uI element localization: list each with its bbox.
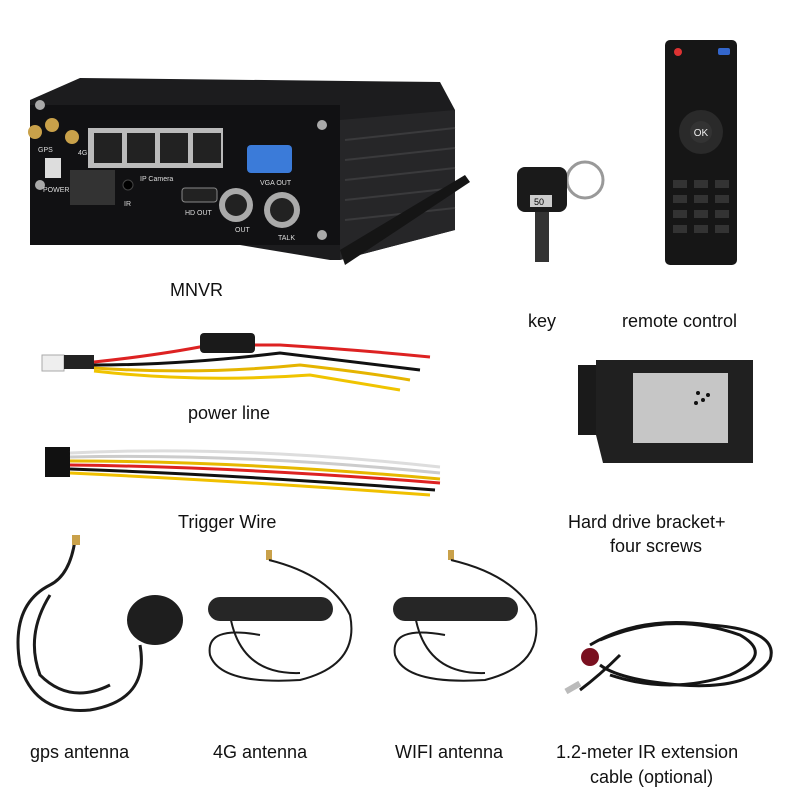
ok-button-label: OK: [694, 128, 709, 139]
key-tag-text: 50: [534, 197, 544, 207]
talk-label: TALK: [278, 235, 295, 242]
mnvr-device-image: GPS 4G IP Camera VGA OUT POWER IR HD OUT…: [28, 78, 470, 265]
trigger-wire-label: Trigger Wire: [178, 512, 277, 532]
hd-out-label: HD OUT: [185, 210, 213, 217]
ir-cable-label-line1: 1.2-meter IR extension: [556, 742, 739, 762]
bracket-label-line1: Hard drive bracket+: [568, 512, 726, 532]
trigger-wire-image: [45, 447, 441, 497]
ip-camera-label: IP Camera: [140, 176, 173, 183]
wifi-antenna-label: WIFI antenna: [395, 742, 504, 762]
hard-drive-bracket-image: [578, 360, 753, 463]
power-line-image: [41, 333, 431, 392]
4g-port-label: 4G: [78, 150, 87, 157]
gps-antenna-image: [16, 535, 183, 712]
gps-port-label: GPS: [38, 147, 53, 154]
remote-control-label: remote control: [622, 311, 738, 331]
out-label: OUT: [235, 227, 251, 234]
key-label: key: [528, 311, 557, 331]
mnvr-label: MNVR: [170, 280, 223, 300]
power-label: POWER: [43, 187, 69, 194]
power-line-label: power line: [188, 403, 271, 423]
ir-label: IR: [124, 201, 131, 208]
4g-antenna-image: [208, 550, 353, 682]
ir-extension-cable-image: [564, 621, 773, 695]
wifi-antenna-image: [393, 550, 538, 682]
ir-cable-label-line2: cable (optional): [590, 767, 714, 787]
bracket-label-line2: four screws: [610, 536, 703, 556]
vga-label: VGA OUT: [260, 180, 292, 187]
remote-control-image: OK: [665, 40, 737, 265]
4g-antenna-label: 4G antenna: [213, 742, 308, 762]
key-image: 50: [517, 160, 605, 262]
gps-antenna-label: gps antenna: [30, 742, 130, 762]
